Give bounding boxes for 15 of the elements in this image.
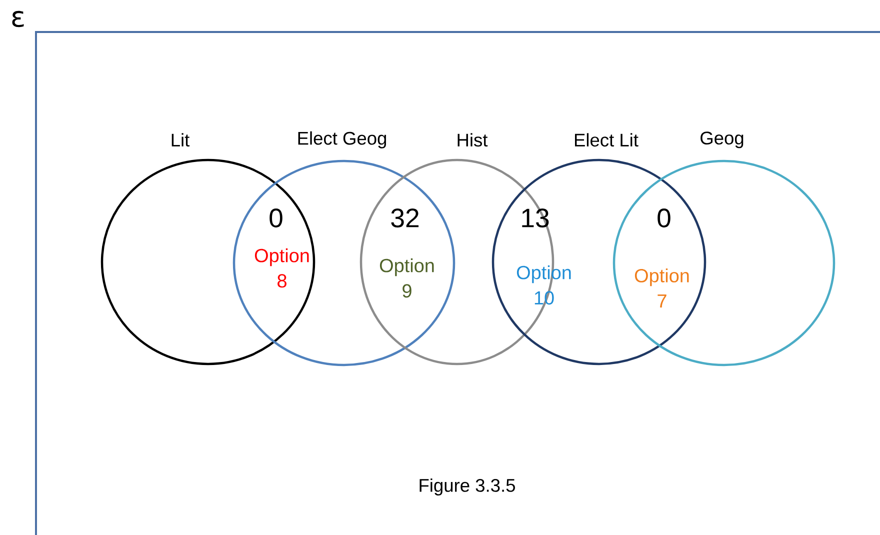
set-label: Hist — [458, 133, 488, 147]
region-count: 0 — [270, 208, 282, 228]
option-label: Option 8 — [254, 248, 309, 288]
option-label: Option 7 — [634, 268, 689, 308]
option-label: Option 9 — [380, 258, 434, 298]
set-label: Geog — [700, 132, 744, 148]
set-label: Lit — [172, 133, 190, 147]
figure-caption: Figure 3.3.5 — [420, 478, 515, 496]
region-count: 13 — [522, 208, 549, 228]
option-label: Option 10 — [516, 265, 571, 305]
set-label: Elect Lit — [575, 133, 638, 147]
region-count: 32 — [391, 208, 419, 228]
region-count: 0 — [658, 208, 670, 228]
universal-set-symbol: ε — [12, 10, 24, 28]
set-label: Elect Geog — [298, 131, 386, 148]
